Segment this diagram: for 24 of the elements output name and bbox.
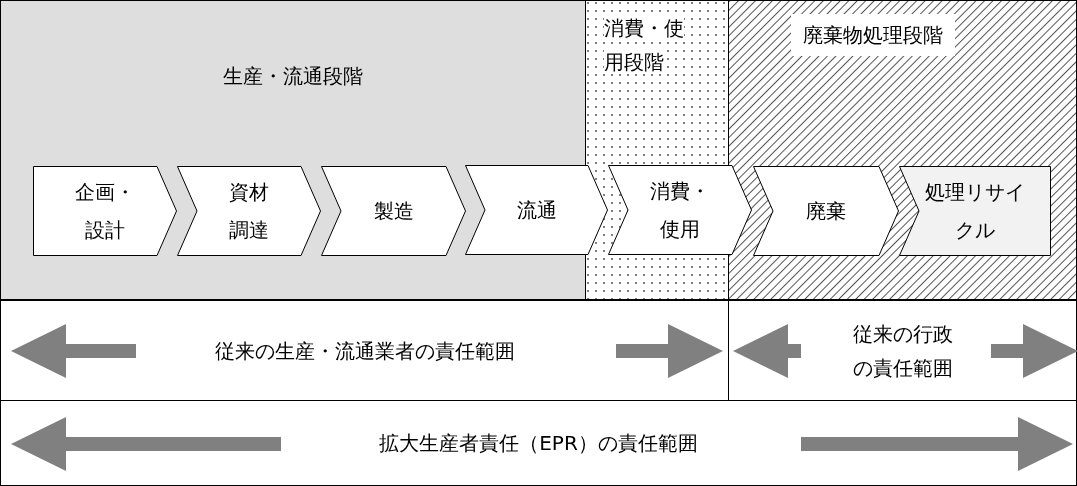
- step-label: 企画・設計: [74, 179, 136, 244]
- process-step: [753, 166, 899, 256]
- step-label: 資材調達: [228, 179, 270, 244]
- stage-heading: 廃棄物処理段階: [791, 14, 955, 56]
- range-label: 従来の生産・流通業者の責任範囲: [214, 337, 515, 365]
- responsibility-row: [0, 300, 729, 401]
- stage-panel: [728, 0, 1077, 300]
- range-label: 拡大生産者責任（EPR）の責任範囲: [379, 430, 698, 457]
- responsibility-row: [728, 300, 1077, 401]
- stage-panel: [0, 0, 586, 300]
- step-label: 製造: [373, 198, 414, 225]
- step-label: 処理リサイクル: [925, 179, 1025, 244]
- process-step: [465, 165, 608, 255]
- process-step: [321, 166, 466, 256]
- process-step: [177, 166, 321, 256]
- process-step: [899, 166, 1051, 256]
- step-label: 流通: [516, 197, 557, 224]
- stage-heading: 生産・流通段階: [222, 63, 364, 90]
- process-step: [608, 165, 752, 255]
- step-label: 消費・使用: [649, 178, 711, 243]
- process-step: [33, 166, 177, 256]
- responsibility-row: [0, 400, 1077, 486]
- range-label: 従来の行政の責任範囲: [851, 320, 954, 382]
- step-label: 廃棄: [806, 198, 846, 225]
